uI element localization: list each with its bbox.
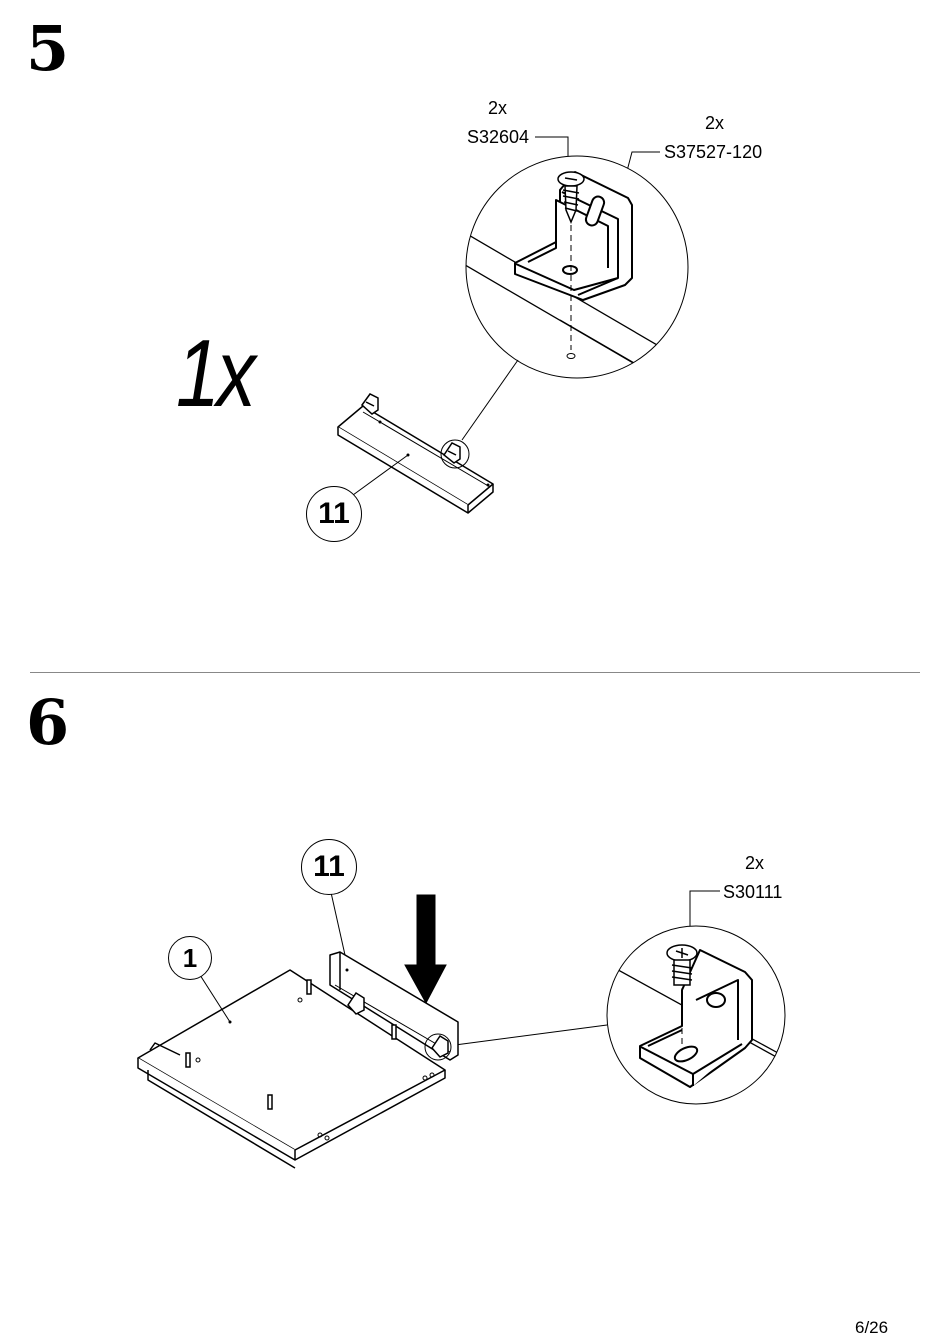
step-6-illustration [0,0,950,1300]
part-1-badge: 1 [168,936,212,980]
page-number: 6/26 [855,1318,888,1338]
part-11-badge-step6: 11 [301,839,357,895]
down-arrow-icon [405,895,446,1003]
